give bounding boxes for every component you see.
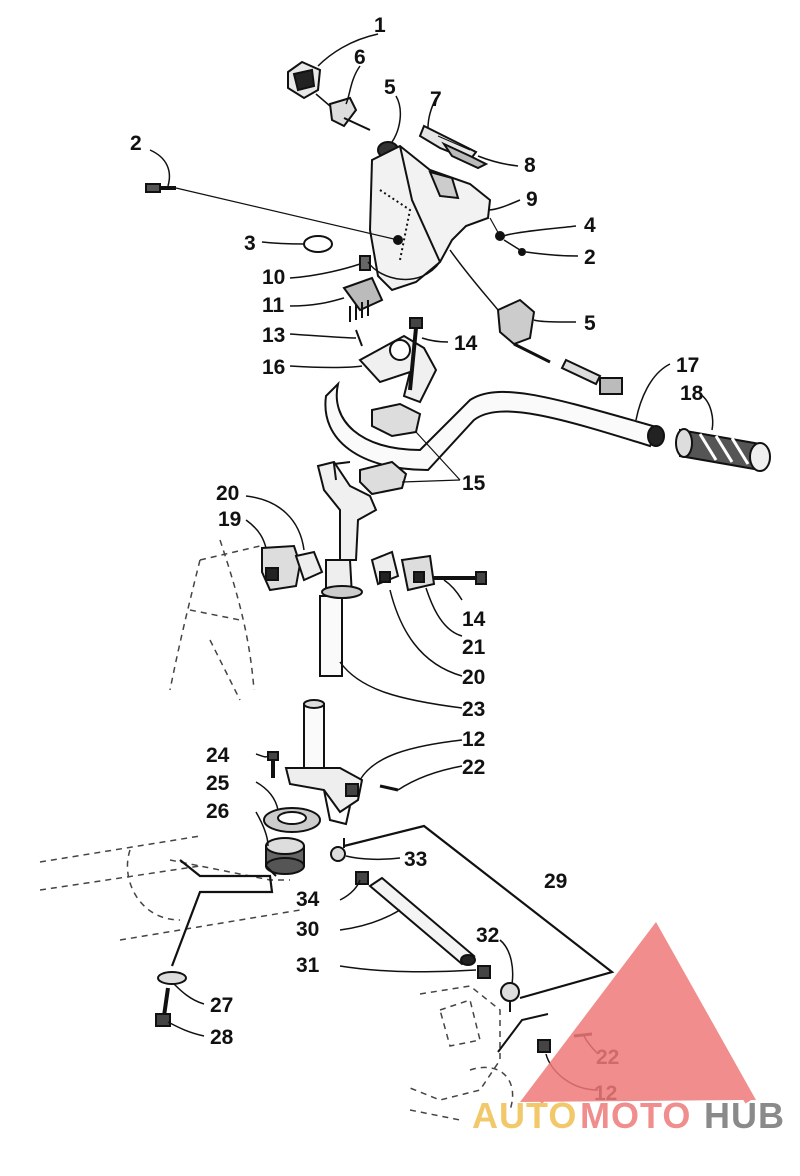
callout-21: 21 — [462, 636, 486, 659]
part-washer-27 — [157, 971, 187, 985]
part-steering-post-lower — [284, 699, 364, 826]
part-bolt-14-lower — [434, 571, 487, 585]
part-switch-5 — [449, 249, 551, 364]
part-ball-joint-32 — [500, 982, 520, 1012]
callout-33: 33 — [404, 848, 427, 871]
part-bushing-20-left — [294, 550, 324, 582]
callout-24: 24 — [206, 744, 230, 767]
callout-30: 30 — [296, 918, 319, 941]
callout-19: 19 — [218, 508, 241, 531]
leader-spindle — [497, 1013, 549, 1053]
callout-17: 17 — [676, 354, 699, 377]
callout-9: 9 — [526, 188, 538, 211]
callout-12: 12 — [462, 728, 485, 751]
callout-7: 7 — [430, 88, 442, 111]
callout-11: 11 — [262, 294, 285, 317]
callout-5: 5 — [384, 76, 396, 99]
part-bushing-26 — [265, 837, 305, 875]
part-bushing-20-right — [370, 550, 400, 586]
part-key — [328, 96, 371, 131]
callout-20-lower: 20 — [462, 666, 485, 689]
callout-14: 14 — [454, 332, 478, 355]
callout-22: 22 — [462, 756, 485, 779]
part-handlebar — [324, 380, 665, 472]
frame-outline-lower — [39, 835, 301, 941]
part-screw-long — [145, 183, 399, 241]
callout-3: 3 — [244, 232, 256, 255]
part-washer-3 — [303, 235, 333, 253]
callout-15: 15 — [462, 472, 486, 495]
callout-8: 8 — [524, 154, 536, 177]
watermark-logo — [520, 922, 756, 1104]
callout-20: 20 — [216, 482, 239, 505]
watermark-text: AUTO MOTO HUB — [472, 1095, 785, 1136]
part-ball-joint-33 — [330, 838, 346, 862]
part-washer-4 — [489, 217, 526, 256]
callout-2: 2 — [130, 132, 142, 155]
part-ignition-housing — [287, 60, 322, 100]
callout-25: 25 — [206, 772, 230, 795]
part-switch-block-11 — [342, 276, 384, 322]
part-bolt-28 — [155, 987, 171, 1027]
triangle-logo-icon — [520, 922, 756, 1102]
part-grip-18 — [675, 428, 771, 472]
leader-lines — [149, 33, 714, 1091]
part-pin-22-upper — [379, 784, 399, 792]
part-8-strip — [441, 141, 489, 170]
callout-1: 1 — [374, 14, 386, 37]
callout-18: 18 — [680, 382, 704, 405]
part-tie-rod-30 — [368, 876, 476, 966]
callout-16: 16 — [262, 356, 285, 379]
callout-14-lower: 14 — [462, 608, 486, 631]
watermark-auto: AUTO — [472, 1095, 577, 1136]
callout-28: 28 — [210, 1026, 234, 1049]
watermark-moto: MOTO — [580, 1095, 691, 1136]
part-bolt-14-upper — [408, 317, 423, 391]
callout-10: 10 — [262, 266, 285, 289]
callout-32: 32 — [476, 924, 499, 947]
callout-6: 6 — [354, 46, 366, 69]
part-connector-10 — [359, 255, 371, 271]
wire-harness — [367, 261, 441, 281]
part-pin-13 — [355, 329, 363, 347]
callout-29: 29 — [544, 870, 567, 893]
part-headlight-pod — [368, 144, 492, 292]
callout-5-switch: 5 — [584, 312, 596, 335]
part-steering-post-upper — [316, 460, 378, 677]
callout-26: 26 — [206, 800, 229, 823]
spindle-outline — [409, 985, 514, 1121]
part-plug — [560, 358, 623, 395]
watermark-hub: HUB — [704, 1095, 785, 1136]
part-block-19 — [261, 544, 302, 592]
part-nut-12-lower — [537, 1039, 551, 1053]
callout-4: 4 — [584, 214, 596, 237]
callout-labels: 1 6 5 7 2 8 9 4 2 3 10 11 5 13 14 16 17 … — [130, 14, 704, 1105]
leader-29 — [343, 824, 615, 1000]
part-jam-nut-34 — [355, 871, 369, 885]
part-bracket-16 — [358, 334, 438, 404]
callout-23: 23 — [462, 698, 485, 721]
leader-bracket-26-27 — [170, 859, 274, 967]
callout-34: 34 — [296, 888, 320, 911]
part-block-21 — [400, 554, 436, 592]
callout-31: 31 — [296, 954, 320, 977]
leader-bracket-26 — [265, 865, 277, 877]
part-jam-nut-31 — [477, 965, 491, 979]
part-clamp-15 — [359, 402, 461, 496]
callout-2-right: 2 — [584, 246, 596, 269]
leader-1-line — [315, 93, 331, 107]
frame-outline-upper — [169, 539, 261, 701]
callout-27: 27 — [210, 994, 233, 1017]
callout-13: 13 — [262, 324, 285, 347]
part-bolt-24 — [267, 751, 279, 778]
part-bearing-25 — [263, 807, 321, 833]
part-nut-12-upper — [345, 783, 359, 797]
